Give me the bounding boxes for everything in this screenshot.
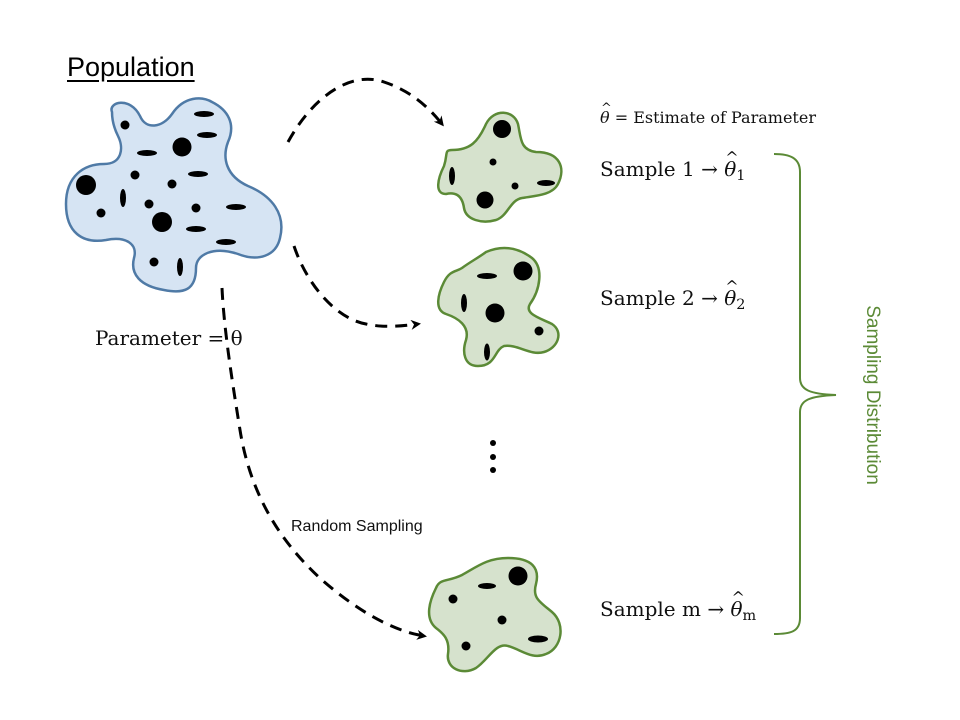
sample-blob-2 bbox=[437, 246, 560, 368]
estimate-legend: θ = Estimate of Parameter bbox=[600, 101, 816, 127]
parameter-label: Parameter = θ bbox=[95, 326, 243, 350]
sample-name: Sample 1 bbox=[600, 157, 695, 181]
theta-hat-symbol: θ bbox=[600, 101, 610, 127]
sampling-distribution-label: Sampling Distribution bbox=[862, 305, 883, 485]
sample-name: Sample m bbox=[600, 597, 701, 621]
sample-blob-1 bbox=[437, 111, 563, 223]
arrow-to-sample-1 bbox=[286, 77, 444, 143]
theta-hat-symbol: θ bbox=[724, 277, 736, 310]
arrow-symbol: → bbox=[701, 157, 718, 181]
theta-hat-symbol: θ bbox=[724, 148, 736, 181]
population-blob bbox=[64, 97, 283, 293]
subscript: 1 bbox=[736, 168, 746, 185]
arrow-symbol: → bbox=[707, 597, 725, 621]
legend-text: = Estimate of Parameter bbox=[614, 108, 816, 127]
arrow-symbol: → bbox=[701, 286, 718, 310]
sample-blob-m bbox=[427, 556, 562, 673]
arrow-to-sample-m bbox=[220, 287, 427, 640]
subscript: m bbox=[742, 608, 757, 625]
population-title: Population bbox=[67, 52, 195, 82]
arrow-to-sample-2 bbox=[292, 245, 421, 330]
sample-1-label: Sample 1 → θ1 bbox=[600, 148, 746, 185]
subscript: 2 bbox=[736, 297, 746, 314]
random-sampling-label: Random Sampling bbox=[291, 518, 423, 535]
sample-name: Sample 2 bbox=[600, 286, 695, 310]
theta-hat-symbol: θ bbox=[730, 588, 742, 621]
sample-2-label: Sample 2 → θ2 bbox=[600, 277, 746, 314]
sample-m-label: Sample m → θm bbox=[600, 588, 757, 625]
ellipsis-dots bbox=[490, 440, 496, 473]
sampling-distribution-brace bbox=[773, 153, 837, 635]
